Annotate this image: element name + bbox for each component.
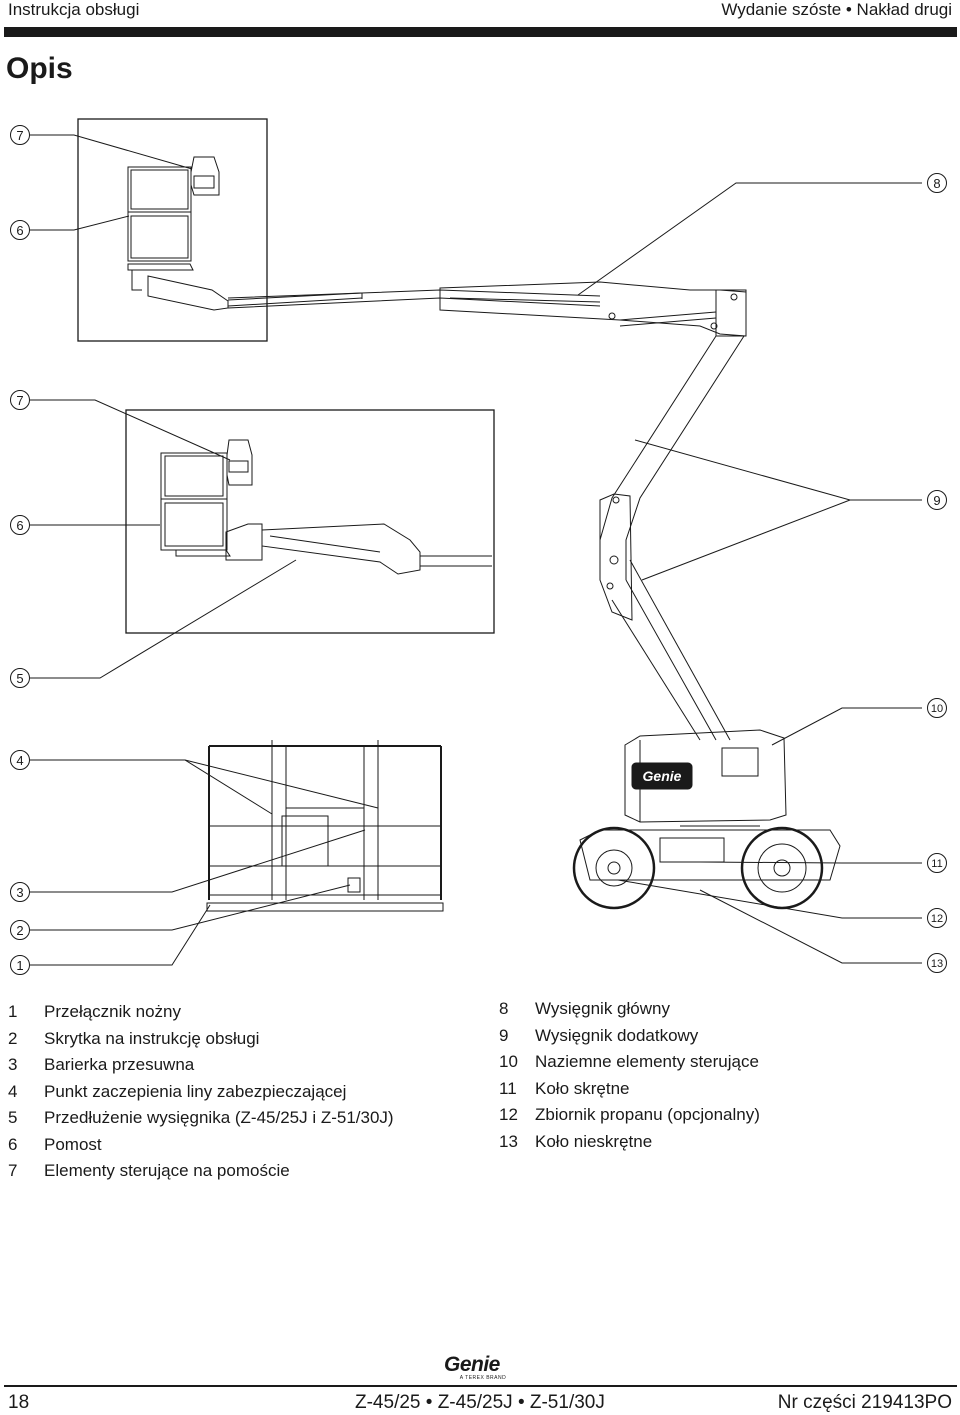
header-edition: Wydanie szóste • Nakład drugi bbox=[721, 0, 952, 19]
inset-top-platform bbox=[127, 156, 363, 311]
leader-lines bbox=[30, 134, 922, 966]
callout-10: 10 bbox=[931, 703, 943, 715]
machine-diagram: Genie bbox=[10, 118, 947, 975]
callout-1: 1 bbox=[16, 958, 23, 973]
callout-11: 11 bbox=[931, 858, 942, 870]
callout-13: 13 bbox=[931, 958, 943, 970]
main-boom-riser bbox=[599, 335, 745, 741]
genie-logo-tag: A TEREX BRAND bbox=[459, 1375, 507, 1381]
inset-middle-platform bbox=[160, 439, 492, 575]
callout-2: 2 bbox=[16, 923, 23, 938]
header-manual-title: Instrukcja obsługi bbox=[8, 0, 140, 19]
genie-logo: Genie A TEREX BRAND bbox=[444, 1354, 516, 1384]
callout-9: 9 bbox=[933, 493, 940, 508]
main-boom-upper bbox=[227, 281, 747, 337]
callout-4: 4 bbox=[16, 753, 23, 768]
callout-3: 3 bbox=[16, 885, 23, 900]
genie-logo-word: Genie bbox=[444, 1353, 500, 1376]
footer-rule bbox=[4, 1385, 957, 1387]
callout-5: 5 bbox=[16, 671, 23, 686]
callout-circles bbox=[10, 125, 947, 975]
header-rule bbox=[4, 27, 957, 37]
callout-6-middle: 6 bbox=[16, 518, 23, 533]
callout-8: 8 bbox=[933, 176, 940, 191]
callout-7-middle: 7 bbox=[16, 393, 23, 408]
machine-logo: Genie bbox=[643, 768, 682, 784]
page-number: 18 bbox=[8, 1392, 30, 1413]
callout-7-top: 7 bbox=[16, 128, 23, 143]
platform-detail bbox=[206, 740, 444, 912]
inset-box-middle bbox=[125, 409, 495, 634]
inset-box-top bbox=[77, 118, 268, 342]
turntable: Genie bbox=[624, 729, 787, 823]
footer-part-number: Nr części 219413PO bbox=[777, 1392, 952, 1413]
steer-wheel bbox=[572, 826, 656, 910]
page-title: Opis bbox=[6, 52, 73, 85]
callout-12: 12 bbox=[931, 913, 943, 925]
non-steer-wheel bbox=[740, 826, 824, 910]
callout-6-top: 6 bbox=[16, 223, 23, 238]
footer-models: Z-45/25 • Z-45/25J • Z-51/30J bbox=[355, 1392, 605, 1413]
